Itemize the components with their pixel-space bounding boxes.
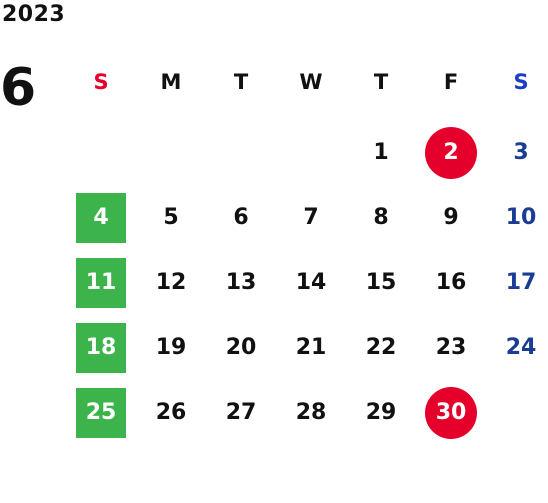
day-number: 8 xyxy=(373,205,389,230)
calendar-day[interactable]: 15 xyxy=(346,250,416,315)
day-number: 23 xyxy=(435,335,467,360)
calendar-day[interactable]: 4 xyxy=(66,185,136,250)
calendar-day[interactable]: 12 xyxy=(136,250,206,315)
weekday-thursday: T xyxy=(373,70,389,94)
day-number: 10 xyxy=(505,205,537,230)
day-number: 22 xyxy=(365,335,397,360)
calendar-day[interactable]: 1 xyxy=(346,120,416,185)
day-number: 12 xyxy=(155,270,187,295)
day-number: 20 xyxy=(225,335,257,360)
calendar-day[interactable]: 11 xyxy=(66,250,136,315)
day-number: 1 xyxy=(373,140,389,165)
calendar-day[interactable]: 17 xyxy=(486,250,548,315)
day-number: 3 xyxy=(513,140,529,165)
day-number-highlight-red: 2 xyxy=(425,126,477,179)
day-number: 17 xyxy=(505,270,537,295)
calendar-day[interactable]: 6 xyxy=(206,185,276,250)
calendar-day[interactable]: 28 xyxy=(276,380,346,445)
weekday-saturday: S xyxy=(513,70,529,94)
day-number: 5 xyxy=(163,205,179,230)
day-number: 24 xyxy=(505,335,537,360)
day-number-highlight-green: 4 xyxy=(76,192,126,243)
weekday-wednesday: W xyxy=(299,70,323,94)
calendar-day[interactable]: 7 xyxy=(276,185,346,250)
year-label: 2023 xyxy=(2,2,66,27)
day-number: 26 xyxy=(155,400,187,425)
weekday-monday: M xyxy=(160,70,182,94)
weekday-tuesday: T xyxy=(233,70,249,94)
calendar-day[interactable]: 13 xyxy=(206,250,276,315)
calendar-day[interactable]: 26 xyxy=(136,380,206,445)
calendar-day[interactable]: 19 xyxy=(136,315,206,380)
day-number: 15 xyxy=(365,270,397,295)
day-number: 6 xyxy=(233,205,249,230)
month-number: 6 xyxy=(0,58,37,118)
day-number: 29 xyxy=(365,400,397,425)
calendar-day[interactable]: 29 xyxy=(346,380,416,445)
day-number: 16 xyxy=(435,270,467,295)
day-number: 28 xyxy=(295,400,327,425)
calendar-day[interactable]: 24 xyxy=(486,315,548,380)
calendar-day[interactable]: 20 xyxy=(206,315,276,380)
calendar-day[interactable]: 23 xyxy=(416,315,486,380)
weekday-header: S M T W T F S xyxy=(66,66,548,98)
day-number: 14 xyxy=(295,270,327,295)
calendar-day[interactable]: 8 xyxy=(346,185,416,250)
calendar-day[interactable]: 5 xyxy=(136,185,206,250)
calendar-day[interactable]: 9 xyxy=(416,185,486,250)
calendar-day[interactable]: 16 xyxy=(416,250,486,315)
calendar-day[interactable]: 27 xyxy=(206,380,276,445)
calendar-day[interactable]: 22 xyxy=(346,315,416,380)
day-number-highlight-red: 30 xyxy=(425,386,477,439)
day-number-highlight-green: 18 xyxy=(76,322,126,373)
day-number: 27 xyxy=(225,400,257,425)
day-number: 9 xyxy=(443,205,459,230)
calendar-day[interactable]: 10 xyxy=(486,185,548,250)
day-number-highlight-green: 25 xyxy=(76,387,126,438)
day-number-highlight-green: 11 xyxy=(76,257,126,308)
calendar-day[interactable]: 18 xyxy=(66,315,136,380)
day-number: 19 xyxy=(155,335,187,360)
calendar-day[interactable]: 3 xyxy=(486,120,548,185)
calendar-day[interactable]: 14 xyxy=(276,250,346,315)
calendar-day[interactable]: 2 xyxy=(416,120,486,185)
weekday-sunday: S xyxy=(93,70,109,94)
weekday-friday: F xyxy=(443,70,459,94)
day-number: 7 xyxy=(303,205,319,230)
calendar-day[interactable]: 30 xyxy=(416,380,486,445)
day-number: 13 xyxy=(225,270,257,295)
calendar-day[interactable]: 21 xyxy=(276,315,346,380)
day-number: 21 xyxy=(295,335,327,360)
calendar-day[interactable]: 25 xyxy=(66,380,136,445)
